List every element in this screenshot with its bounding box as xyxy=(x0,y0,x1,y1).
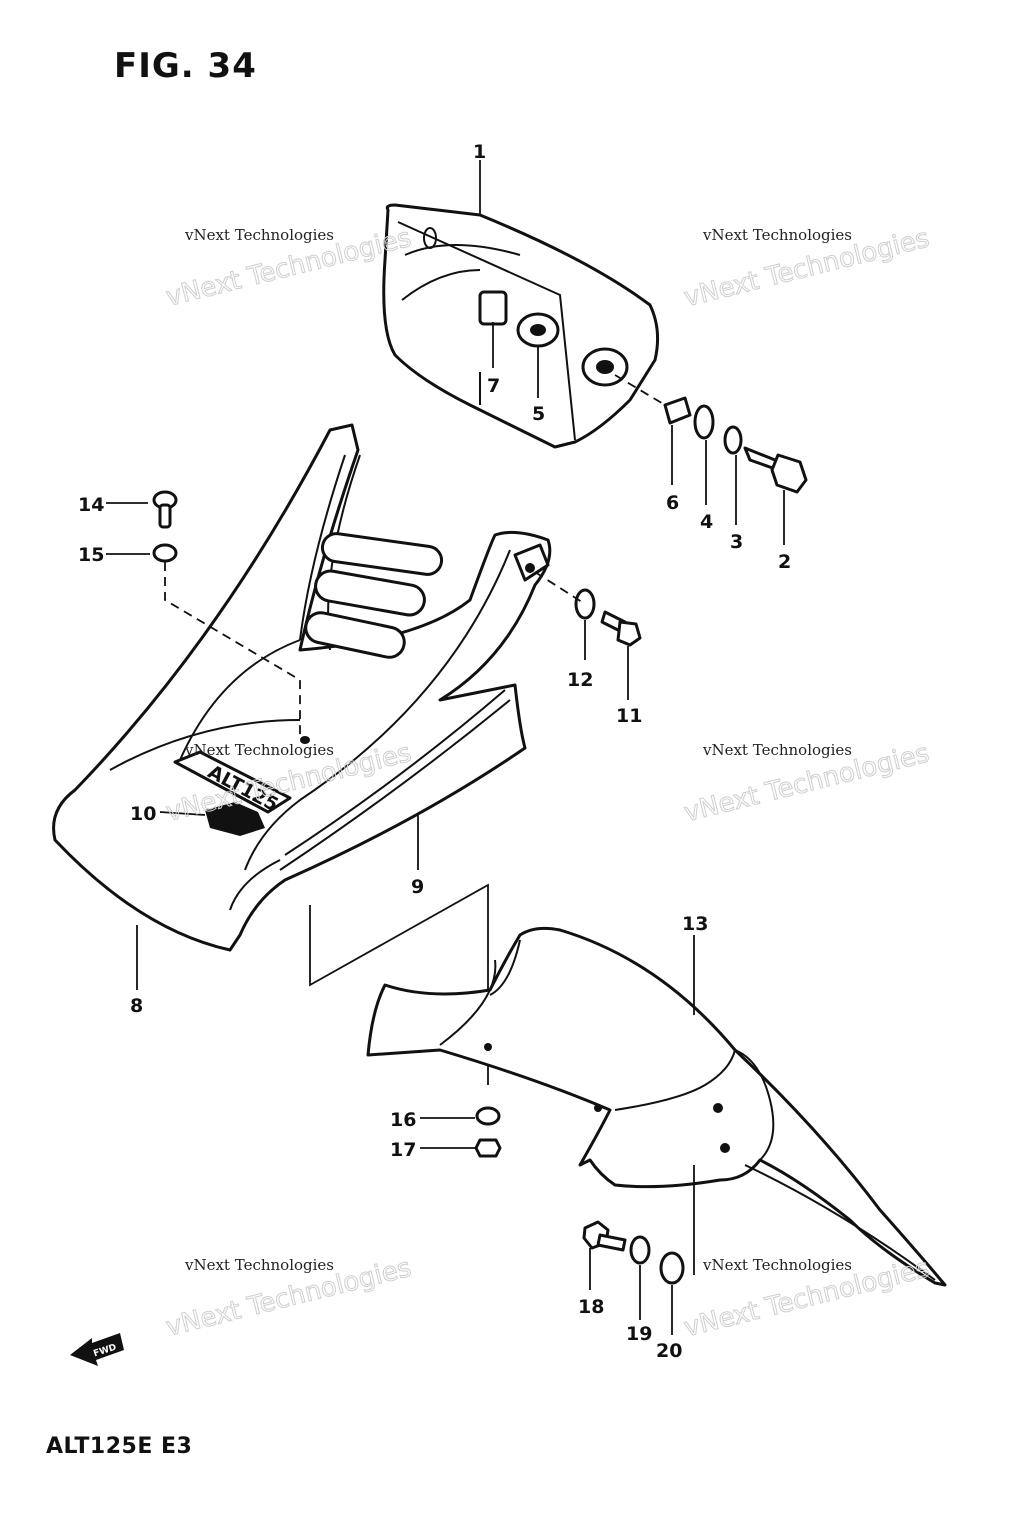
part-6-collar[interactable] xyxy=(663,396,692,425)
svg-text:vNext Technologies: vNext Technologies xyxy=(184,741,334,759)
label-part-17: 17 xyxy=(390,1139,416,1161)
part-12-washer[interactable] xyxy=(574,588,596,620)
svg-text:vNext Technologies: vNext Technologies xyxy=(184,226,334,244)
label-part-2: 2 xyxy=(778,551,791,573)
label-part-15: 15 xyxy=(78,544,104,566)
part-4-washer[interactable] xyxy=(693,404,715,440)
label-part-10: 10 xyxy=(130,803,156,825)
watermark-bottom-left: vNext Technologies vNext Technologies xyxy=(163,1252,415,1343)
svg-text:vNext Technologies: vNext Technologies xyxy=(184,1256,334,1274)
watermark-bottom-right: vNext Technologies vNext Technologies xyxy=(681,1253,933,1344)
label-part-1: 1 xyxy=(473,141,486,163)
label-part-4: 4 xyxy=(700,511,713,533)
label-part-13: 13 xyxy=(682,913,708,935)
label-part-16: 16 xyxy=(390,1109,416,1131)
label-part-5: 5 xyxy=(532,403,545,425)
label-part-3: 3 xyxy=(730,531,743,553)
part-15-washer[interactable] xyxy=(152,543,178,563)
label-part-7: 7 xyxy=(487,375,500,397)
part-2-bolt[interactable] xyxy=(743,446,808,494)
part-10-decal[interactable]: ALT125 xyxy=(173,750,292,836)
part-14-screw[interactable] xyxy=(152,490,178,529)
part-13-rear-fender[interactable] xyxy=(366,926,947,1287)
svg-text:vNext Technologies: vNext Technologies xyxy=(702,741,852,759)
part-19-washer[interactable] xyxy=(629,1235,651,1265)
label-part-12: 12 xyxy=(567,669,593,691)
label-part-9: 9 xyxy=(411,876,424,898)
part-20-washer[interactable] xyxy=(659,1251,685,1285)
part-3-lock-washer[interactable] xyxy=(723,425,743,455)
svg-text:vNext Technologies: vNext Technologies xyxy=(702,1256,852,1274)
label-part-8: 8 xyxy=(130,995,143,1017)
watermark-top-left: vNext Technologies vNext Technologies xyxy=(163,222,415,313)
label-part-19: 19 xyxy=(626,1323,652,1345)
label-part-11: 11 xyxy=(616,705,642,727)
part-8-front-fender[interactable] xyxy=(52,423,552,952)
watermark-top-right: vNext Technologies vNext Technologies xyxy=(681,223,933,314)
part-1-rear-cover[interactable] xyxy=(382,203,660,449)
label-part-6: 6 xyxy=(666,492,679,514)
label-part-18: 18 xyxy=(578,1296,604,1318)
model-code: ALT125E E3 xyxy=(46,1434,193,1459)
figure-title: FIG. 34 xyxy=(114,46,257,86)
part-11-bolt[interactable] xyxy=(600,610,642,647)
watermark-middle-right: vNext Technologies vNext Technologies xyxy=(681,738,933,829)
svg-text:vNext Technologies: vNext Technologies xyxy=(702,226,852,244)
part-18-bolt[interactable] xyxy=(582,1220,627,1252)
label-part-14: 14 xyxy=(78,494,104,516)
forward-direction-arrow-icon: FWD xyxy=(70,1333,124,1366)
label-part-20: 20 xyxy=(656,1340,682,1362)
part-17-nut[interactable] xyxy=(474,1138,502,1158)
part-16-washer[interactable] xyxy=(475,1106,501,1126)
